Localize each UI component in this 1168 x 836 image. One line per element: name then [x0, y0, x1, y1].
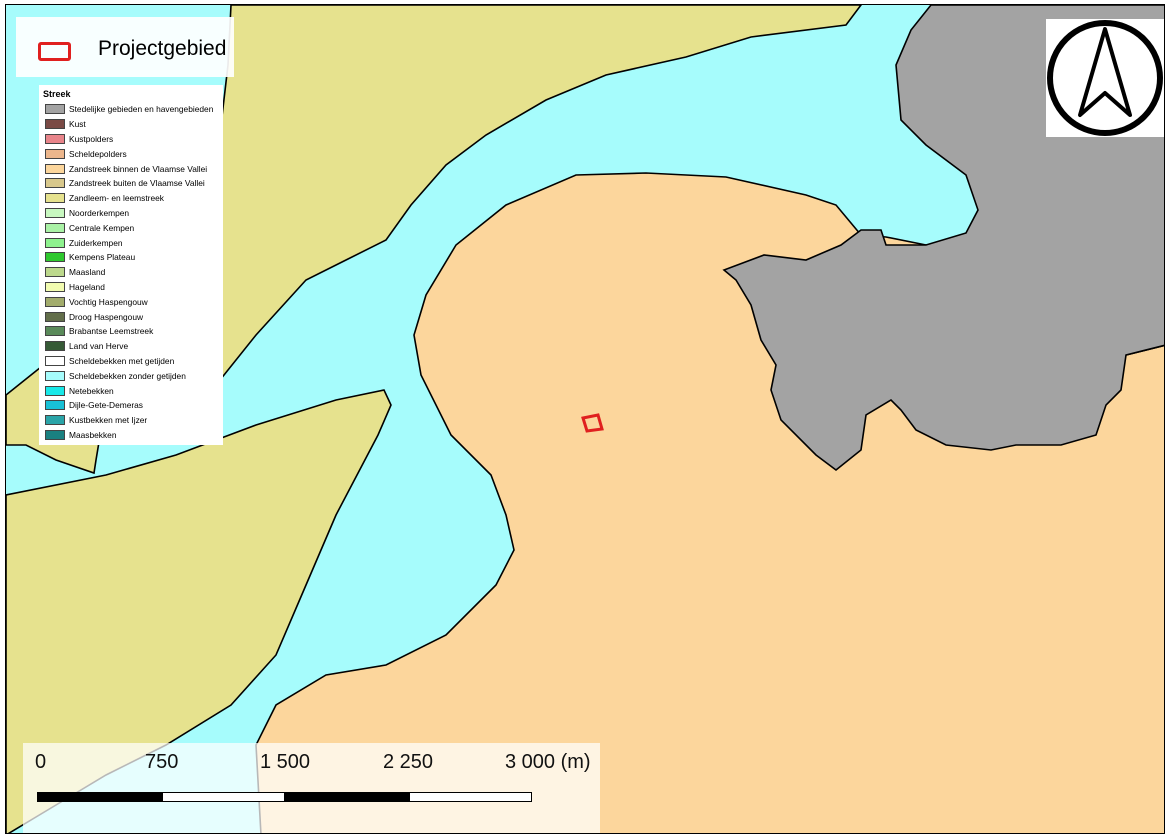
legend-swatch [45, 355, 65, 366]
legend-item-label: Maasbekken [69, 429, 117, 440]
legend-item-label: Kustbekken met Ijzer [69, 415, 148, 426]
legend-swatch [45, 326, 65, 337]
legend-item-label: Scheldebekken met getijden [69, 355, 175, 366]
legend-item-label: Kustpolders [69, 133, 114, 144]
legend-item: Zandstreek binnen de Vlaamse Vallei [45, 161, 213, 176]
legend-item-label: Droog Haspengouw [69, 311, 144, 322]
legend-item: Netebekken [45, 383, 213, 398]
legend-item-label: Hageland [69, 281, 105, 292]
legend-swatch [45, 222, 65, 233]
legend-swatch [45, 429, 65, 440]
legend-item-label: Zandleem- en leemstreek [69, 193, 164, 204]
scale-tick-750: 750 [145, 751, 179, 773]
legend-item: Scheldebekken zonder getijden [45, 368, 213, 383]
map-canvas[interactable]: Projectgebied Streek Stedelijke gebieden… [5, 4, 1165, 834]
legend-swatch [45, 193, 65, 204]
scale-bar: 0 750 1 500 2 250 3 000 (m) [23, 743, 600, 833]
legend-item-label: Netebekken [69, 385, 114, 396]
scale-tick-0: 0 [35, 751, 47, 773]
project-area-swatch [38, 42, 71, 61]
legend-item-label: Kust [69, 119, 86, 130]
scale-segment-4 [409, 792, 532, 802]
legend-item: Centrale Kempen [45, 220, 213, 235]
scale-segment-2 [162, 792, 285, 802]
legend-item-label: Dijle-Gete-Demeras [69, 400, 143, 411]
legend-item-label: Maasland [69, 267, 106, 278]
legend-item-label: Scheldebekken zonder getijden [69, 370, 186, 381]
legend-swatch [45, 207, 65, 218]
legend-item-label: Zandstreek buiten de Vlaamse Vallei [69, 178, 205, 189]
legend-swatch [45, 119, 65, 130]
legend-item: Hageland [45, 280, 213, 295]
legend-item: Land van Herve [45, 339, 213, 354]
legend-item-label: Noorderkempen [69, 207, 130, 218]
legend-swatch [45, 385, 65, 396]
legend-item-label: Scheldepolders [69, 148, 127, 159]
legend-streek: Streek Stedelijke gebieden en havengebie… [39, 85, 223, 445]
legend-swatch [45, 296, 65, 307]
north-arrow [1046, 19, 1164, 137]
legend-item: Dijle-Gete-Demeras [45, 398, 213, 413]
legend-item-label: Stedelijke gebieden en havengebieden [69, 104, 214, 115]
legend-item: Noorderkempen [45, 206, 213, 221]
north-arrow-icon [1047, 20, 1163, 136]
legend-swatch [45, 252, 65, 263]
legend-item-label: Brabantse Leemstreek [69, 326, 154, 337]
legend-item-label: Zuiderkempen [69, 237, 123, 248]
legend-item: Maasland [45, 265, 213, 280]
legend-item: Brabantse Leemstreek [45, 324, 213, 339]
scale-tick-1500: 1 500 [260, 751, 311, 773]
legend-swatch [45, 237, 65, 248]
legend-item: Zandstreek buiten de Vlaamse Vallei [45, 176, 213, 191]
legend-item: Kustbekken met Ijzer [45, 413, 213, 428]
legend-swatch [45, 267, 65, 278]
legend-item: Maasbekken [45, 428, 213, 443]
legend-item: Kust [45, 117, 213, 132]
scale-segment-1 [37, 792, 163, 802]
legend-item: Droog Haspengouw [45, 309, 213, 324]
legend-swatch [45, 370, 65, 381]
legend-swatch [45, 163, 65, 174]
legend-swatch [45, 400, 65, 411]
legend-item: Stedelijke gebieden en havengebieden [45, 102, 213, 117]
project-area-label: Projectgebied [98, 37, 227, 60]
legend-item: Scheldebekken met getijden [45, 354, 213, 369]
legend-swatch [45, 104, 65, 115]
legend-item: Zuiderkempen [45, 235, 213, 250]
legend-item-label: Land van Herve [69, 341, 129, 352]
scale-segment-3 [284, 792, 410, 802]
legend-item: Zandleem- en leemstreek [45, 191, 213, 206]
legend-swatch [45, 341, 65, 352]
legend-item: Kempens Plateau [45, 250, 213, 265]
legend-item-label: Kempens Plateau [69, 252, 136, 263]
legend-item-label: Zandstreek binnen de Vlaamse Vallei [69, 163, 208, 174]
project-area [581, 413, 604, 433]
scale-tick-2250: 2 250 [383, 751, 434, 773]
legend-item-label: Centrale Kempen [69, 222, 135, 233]
legend-item: Kustpolders [45, 132, 213, 147]
legend-item-label: Vochtig Haspengouw [69, 296, 148, 307]
legend-swatch [45, 415, 65, 426]
legend-swatch [45, 133, 65, 144]
legend-swatch [45, 148, 65, 159]
legend-title: Streek [43, 89, 71, 99]
scale-tick-3000: 3 000 (m) [505, 751, 591, 773]
legend-item: Scheldepolders [45, 146, 213, 161]
legend-swatch [45, 281, 65, 292]
legend-swatch [45, 178, 65, 189]
legend-project: Projectgebied [16, 17, 234, 77]
legend-swatch [45, 311, 65, 322]
legend-item: Vochtig Haspengouw [45, 294, 213, 309]
